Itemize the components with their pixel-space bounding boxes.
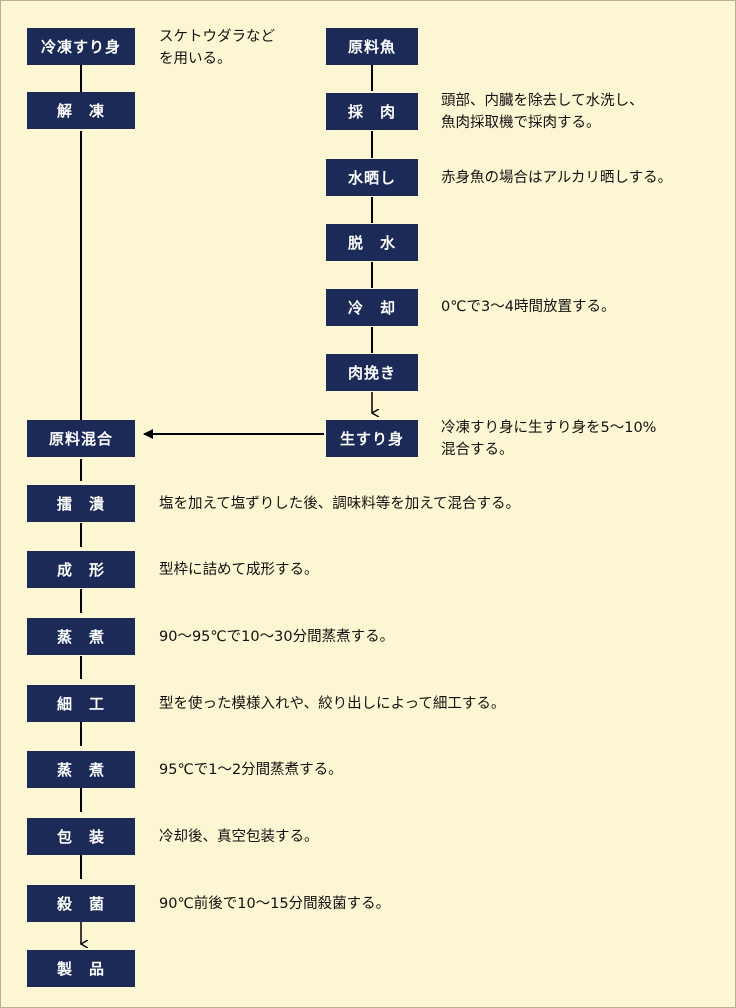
note-steaming-2: 95℃で1～2分間蒸煮する。 [159, 759, 343, 781]
note-sterilization-line-1: 90℃前後で10～15分間殺菌する。 [159, 896, 391, 912]
note-meat-extraction-line-2: 魚肉採取機で採肉する。 [441, 115, 601, 131]
step-steaming-1: 蒸 煮 [27, 618, 135, 655]
step-ingredient-mixing: 原料混合 [27, 420, 135, 457]
step-steaming-2: 蒸 煮 [27, 751, 135, 788]
note-fresh-surimi-line-2: 混合する。 [441, 442, 514, 458]
step-frozen-surimi: 冷凍すり身 [27, 28, 135, 65]
note-fresh-surimi: 冷凍すり身に生すり身を5～10% 混合する。 [441, 417, 656, 461]
note-frozen-surimi-line-2: を用いる。 [159, 51, 232, 67]
note-packaging-line-1: 冷却後、真空包装する。 [159, 829, 319, 845]
note-water-rinse-line-1: 赤身魚の場合はアルカリ晒しする。 [441, 170, 673, 186]
note-molding: 型枠に詰めて成形する。 [159, 559, 319, 581]
note-steaming-1-line-1: 90～95℃で10～30分間蒸煮する。 [159, 629, 395, 645]
note-fresh-surimi-line-1: 冷凍すり身に生すり身を5～10% [441, 420, 657, 436]
step-fresh-surimi: 生すり身 [326, 420, 418, 457]
step-molding: 成 形 [27, 551, 135, 588]
step-packaging: 包 装 [27, 818, 135, 855]
step-raw-fish: 原料魚 [326, 28, 418, 65]
step-grinding: 擂 潰 [27, 485, 135, 522]
note-steaming-1: 90～95℃で10～30分間蒸煮する。 [159, 626, 394, 648]
note-grinding: 塩を加えて塩ずりした後、調味料等を加えて混合する。 [159, 493, 520, 515]
step-meat-extraction: 採 肉 [326, 93, 418, 130]
step-water-rinse: 水晒し [326, 159, 418, 196]
note-meat-extraction: 頭部、内臓を除去して水洗し、 魚肉採取機で採肉する。 [441, 90, 644, 134]
note-grinding-line-1: 塩を加えて塩ずりした後、調味料等を加えて混合する。 [159, 496, 521, 512]
note-molding-line-1: 型枠に詰めて成形する。 [159, 562, 319, 578]
note-frozen-surimi-line-1: スケトウダラなど [159, 29, 275, 45]
step-detailing: 細 工 [27, 685, 135, 722]
step-sterilization: 殺 菌 [27, 885, 135, 922]
note-packaging: 冷却後、真空包装する。 [159, 826, 319, 848]
step-mincing: 肉挽き [326, 354, 418, 391]
note-detailing-line-1: 型を使った模様入れや、絞り出しによって細工する。 [159, 696, 506, 712]
note-water-rinse: 赤身魚の場合はアルカリ晒しする。 [441, 167, 672, 189]
step-product: 製 品 [27, 950, 135, 987]
step-cooling: 冷 却 [326, 289, 418, 326]
step-dewater: 脱 水 [326, 224, 418, 261]
note-cooling: 0℃で3～4時間放置する。 [441, 296, 615, 318]
note-frozen-surimi: スケトウダラなど を用いる。 [159, 26, 275, 70]
note-cooling-line-1: 0℃で3～4時間放置する。 [441, 299, 616, 315]
note-sterilization: 90℃前後で10～15分間殺菌する。 [159, 893, 390, 915]
step-thaw: 解 凍 [27, 92, 135, 129]
note-meat-extraction-line-1: 頭部、内臓を除去して水洗し、 [441, 93, 644, 109]
note-detailing: 型を使った模様入れや、絞り出しによって細工する。 [159, 693, 505, 715]
note-steaming-2-line-1: 95℃で1～2分間蒸煮する。 [159, 762, 343, 778]
